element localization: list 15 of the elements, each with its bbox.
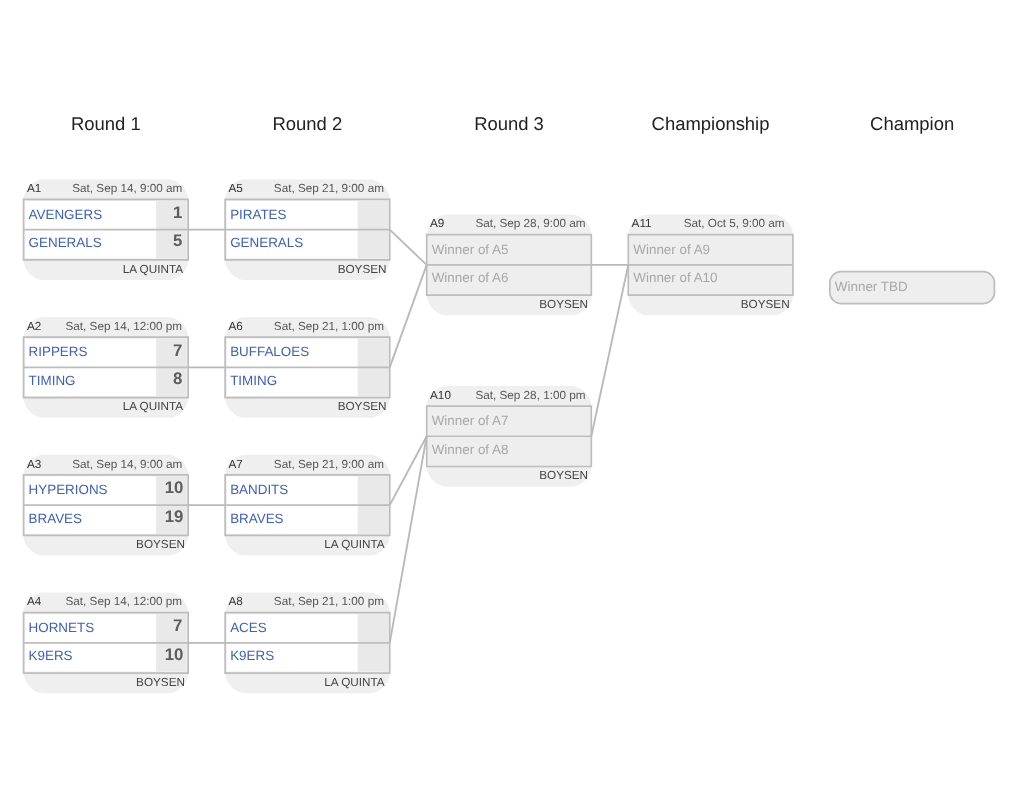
connector — [388, 227, 428, 265]
connector — [388, 434, 428, 643]
connector — [187, 227, 227, 230]
connector — [187, 503, 227, 506]
connector — [590, 263, 630, 265]
label: Round 2 — [272, 113, 343, 134]
label: Championship — [651, 113, 770, 134]
label: Round 3 — [474, 113, 544, 134]
connector — [388, 263, 428, 368]
connector — [187, 640, 227, 643]
connector — [388, 434, 428, 506]
label: Champion — [870, 113, 955, 134]
connector — [590, 263, 630, 437]
label: Round 1 — [70, 113, 141, 134]
connector — [187, 365, 227, 368]
